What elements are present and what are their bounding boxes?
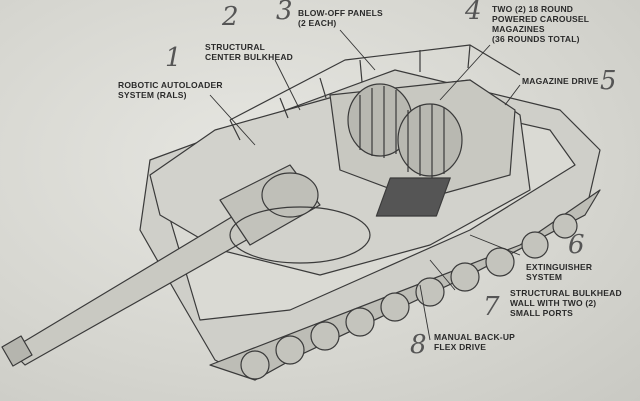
carousel-magazines bbox=[347, 83, 463, 178]
bustle-rail bbox=[229, 44, 521, 141]
callout-2-line-2: CENTER BULKHEAD bbox=[205, 52, 293, 62]
callout-4-line-4: (36 ROUNDS TOTAL) bbox=[492, 34, 580, 44]
leader-5 bbox=[504, 84, 521, 106]
leader-4 bbox=[439, 44, 491, 101]
callout-7-line-3: SMALL PORTS bbox=[510, 308, 573, 318]
callout-1-line-1: ROBOTIC AUTOLOADER bbox=[118, 80, 223, 90]
leader-6 bbox=[469, 234, 521, 256]
turret-ring bbox=[229, 206, 371, 264]
callout-8-line-2: FLEX DRIVE bbox=[434, 342, 487, 352]
muzzle bbox=[1, 335, 33, 367]
leader-8 bbox=[419, 284, 431, 341]
leader-3 bbox=[339, 29, 376, 71]
callout-number-1: 1 bbox=[165, 43, 182, 73]
leader-1 bbox=[209, 94, 256, 146]
callout-6-line-2: SYSTEM bbox=[526, 272, 563, 282]
gun-breech bbox=[261, 172, 319, 218]
callout-4-line-2: POWERED CAROUSEL bbox=[492, 14, 590, 24]
callout-4-line-1: TWO (2) 18 ROUND bbox=[492, 4, 574, 14]
callout-label-3: BLOW-OFF PANELS (2 EACH) bbox=[298, 8, 383, 28]
road-wheels bbox=[240, 213, 578, 380]
callout-8-line-1: MANUAL BACK-UP bbox=[434, 332, 516, 342]
callout-3-line-1: BLOW-OFF PANELS bbox=[298, 8, 383, 18]
engine-grille bbox=[375, 177, 451, 217]
callout-number-5: 5 bbox=[600, 66, 617, 96]
callout-6-line-1: EXTINGUISHER bbox=[526, 262, 593, 272]
callout-label-4: TWO (2) 18 ROUND POWERED CAROUSEL MAGAZI… bbox=[492, 4, 589, 44]
callout-number-3: 3 bbox=[276, 0, 293, 26]
leader-2 bbox=[274, 59, 301, 111]
callout-label-7: STRUCTURAL BULKHEAD WALL WITH TWO (2) SM… bbox=[510, 288, 622, 318]
callout-7-line-1: STRUCTURAL BULKHEAD bbox=[510, 288, 622, 298]
callout-2-line-1: STRUCTURAL bbox=[205, 42, 266, 52]
callout-label-5: MAGAZINE DRIVE bbox=[522, 76, 598, 86]
callout-4-line-3: MAGAZINES bbox=[492, 24, 545, 34]
callout-number-2: 2 bbox=[222, 2, 239, 32]
leader-7 bbox=[429, 259, 456, 291]
callout-number-6: 6 bbox=[568, 230, 585, 260]
callout-number-7: 7 bbox=[483, 292, 500, 322]
callout-number-8: 8 bbox=[410, 330, 427, 360]
callout-1-line-2: SYSTEM (RALS) bbox=[118, 90, 187, 100]
callout-3-line-2: (2 EACH) bbox=[298, 18, 337, 28]
callout-label-8: MANUAL BACK-UP FLEX DRIVE bbox=[434, 332, 515, 352]
callout-5-line-1: MAGAZINE DRIVE bbox=[522, 76, 599, 86]
callout-label-2: STRUCTURAL CENTER BULKHEAD bbox=[205, 42, 293, 62]
callout-number-4: 4 bbox=[465, 0, 482, 26]
callout-label-1: ROBOTIC AUTOLOADER SYSTEM (RALS) bbox=[118, 80, 223, 100]
callout-7-line-2: WALL WITH TWO (2) bbox=[510, 298, 597, 308]
callout-label-6: EXTINGUISHER SYSTEM bbox=[526, 262, 592, 282]
